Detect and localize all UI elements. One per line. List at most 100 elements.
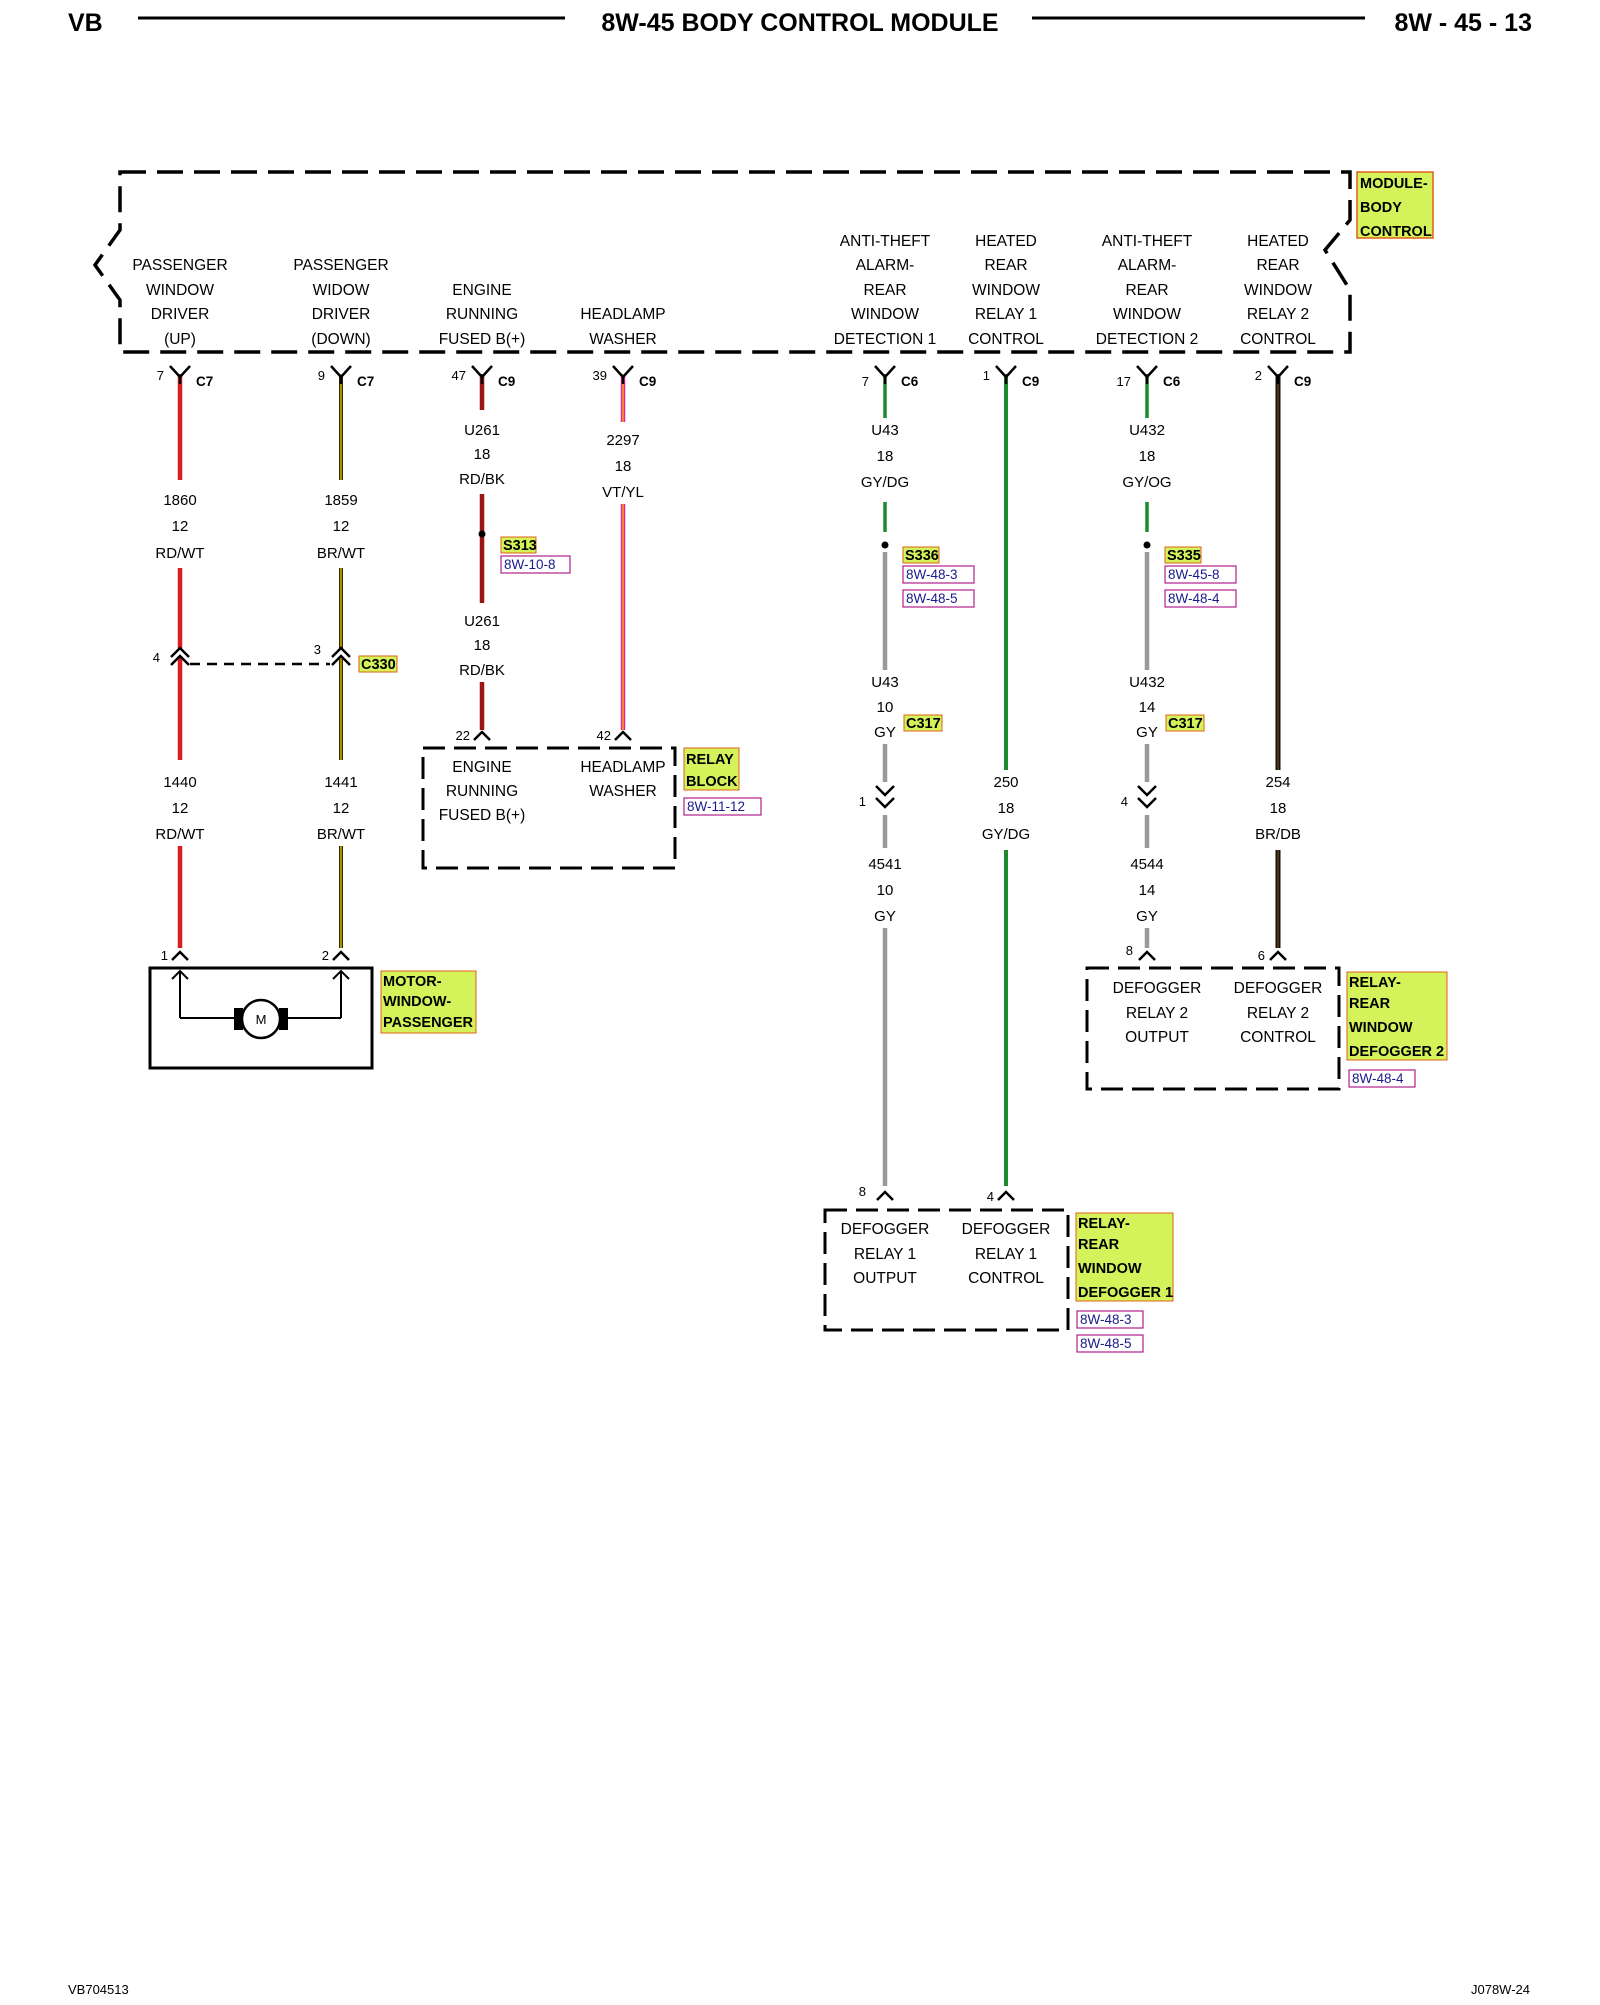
relay-label-line: RELAY 2	[1126, 1005, 1188, 1022]
wire-label-254: 254 18 BR/DB	[1255, 774, 1301, 843]
module-connector-id: C7	[357, 374, 374, 389]
module-pin-label-line: REAR	[984, 257, 1027, 274]
body-control-module: MODULE- BODY CONTROL PASSENGER WINDOW DR…	[92, 170, 1434, 354]
relay-block-label-line: HEADLAMP	[580, 759, 665, 776]
relay-label-line: OUTPUT	[1125, 1029, 1189, 1046]
wire-label-u432-lower: U432 14 GY	[1129, 674, 1165, 741]
module-pin-label-line: ALARM-	[856, 257, 915, 274]
page-reference: 8W-48-4	[1352, 1071, 1404, 1086]
motor-pin: 2	[322, 948, 329, 963]
module-tag-line-1: MODULE-	[1360, 176, 1428, 192]
wire-label-line: 12	[333, 518, 350, 535]
module-pin-label-line: DRIVER	[312, 306, 371, 323]
relay-rear-window-defogger-2: 8 6 DEFOGGER RELAY 2 OUTPUT DEFOGGER REL…	[1085, 943, 1448, 1091]
wire-label-line: RD/WT	[155, 545, 204, 562]
wire-label-1441: 1441 12 BR/WT	[317, 774, 365, 843]
relay-tag-line: RELAY-	[1078, 1216, 1130, 1232]
wire-label-line: RD/BK	[459, 471, 505, 488]
module-pin-number: 9	[318, 368, 325, 383]
module-pin-label-heated-relay-2: HEATED REAR WINDOW RELAY 2 CONTROL	[1240, 233, 1316, 348]
wire-label-line: 1859	[324, 492, 357, 509]
module-connector-id: C6	[901, 374, 919, 389]
footer-figure-id: VB704513	[68, 1982, 129, 1997]
wire-label-line: 18	[474, 637, 491, 654]
module-pin-label-line: CONTROL	[968, 331, 1044, 348]
splice-s313: S313 8W-10-8	[478, 530, 571, 574]
motor-window-passenger: 1 2 M MOTOR- WINDOW- PASSENGER	[148, 948, 477, 1070]
splice-id: S335	[1167, 548, 1201, 564]
module-name-tag: MODULE- BODY CONTROL	[1356, 171, 1434, 240]
module-pin-label-line: DRIVER	[151, 306, 210, 323]
motor-tag-line: WINDOW-	[383, 994, 451, 1010]
wire-label-line: GY	[1136, 724, 1158, 741]
module-pin-label-line: WINDOW	[1244, 282, 1312, 299]
page-footer: VB704513 J078W-24	[68, 1982, 1530, 1997]
relay-tag-line: RELAY-	[1349, 975, 1401, 991]
module-connector-terminal	[169, 365, 191, 384]
relay-tag-line: DEFOGGER 1	[1078, 1285, 1173, 1301]
module-pin-label-line: ANTI-THEFT	[1102, 233, 1193, 250]
wire-label-line: VT/YL	[602, 484, 644, 501]
module-connector-terminal	[1136, 365, 1158, 384]
module-connector-id: C9	[1294, 374, 1311, 389]
module-pin-number: 39	[593, 368, 607, 383]
wire-label-line: 18	[474, 446, 491, 463]
module-pin-label-line: REAR	[1256, 257, 1299, 274]
motor-tag-line: MOTOR-	[383, 974, 442, 990]
splice-id: S336	[905, 548, 939, 564]
inline-connector-c330	[170, 646, 351, 666]
module-pin-label-engine-running: ENGINE RUNNING FUSED B(+)	[439, 282, 526, 348]
wire-label-line: 2297	[606, 432, 639, 449]
relay-tag-line: DEFOGGER 2	[1349, 1044, 1444, 1060]
wire-label-1440: 1440 12 RD/WT	[155, 774, 204, 843]
wire-label-line: 18	[877, 448, 894, 465]
module-connectors	[169, 365, 1289, 384]
motor-terminal	[332, 950, 350, 961]
wire-label-line: GY	[1136, 908, 1158, 925]
splice-dot	[1143, 541, 1151, 549]
page-reference: 8W-45-8	[1168, 567, 1220, 582]
module-pin-label-line: HEADLAMP	[580, 306, 665, 323]
module-pin-label-line: WINDOW	[972, 282, 1040, 299]
module-pin-number: 7	[157, 368, 164, 383]
relay-label-line: CONTROL	[968, 1270, 1044, 1287]
page-reference: 8W-48-3	[1080, 1312, 1132, 1327]
wire-label-line: U432	[1129, 422, 1165, 439]
module-pin-label-line: RUNNING	[446, 306, 518, 323]
relay-block-terminal	[614, 730, 632, 741]
relay-pin: 8	[859, 1184, 866, 1199]
module-connector-id: C9	[498, 374, 515, 389]
splice-s335: S335 8W-45-8 8W-48-4	[1143, 541, 1237, 608]
wire-label-line: 18	[1270, 800, 1287, 817]
relay-label-line: CONTROL	[1240, 1029, 1316, 1046]
inline-connector-c317-left: 1 C317	[859, 714, 943, 809]
relay-tag-line: REAR	[1349, 996, 1391, 1012]
wire-labels: 1860 12 RD/WT 1859 12 BR/WT U261 18 RD/B…	[155, 422, 1301, 925]
wire-label-line: GY	[874, 724, 896, 741]
wire-label-u261-upper: U261 18 RD/BK	[459, 422, 505, 488]
relay-block-label-line: RUNNING	[446, 783, 518, 800]
wire-label-line: GY/DG	[861, 474, 909, 491]
wire-segments	[177, 374, 1281, 1186]
page-header: VB 8W-45 BODY CONTROL MODULE 8W - 45 - 1…	[68, 9, 1532, 37]
module-pin-label-line: (DOWN)	[311, 331, 370, 348]
relay-label-line: DEFOGGER	[1113, 980, 1202, 997]
module-pin-label-line: REAR	[863, 282, 906, 299]
wire-label-line: U432	[1129, 674, 1165, 691]
relay-label-line: RELAY 2	[1247, 1005, 1309, 1022]
wire-label-u432-upper: U432 18 GY/OG	[1122, 422, 1171, 491]
module-pin-label-line: FUSED B(+)	[439, 331, 526, 348]
module-pin-label-headlamp-washer: HEADLAMP WASHER	[580, 306, 665, 348]
relay-label-line: RELAY 1	[975, 1246, 1037, 1263]
module-pin-label-line: ALARM-	[1118, 257, 1177, 274]
module-pin-label-line: RELAY 2	[1247, 306, 1309, 323]
module-pin-label-line: HEATED	[1247, 233, 1309, 250]
module-tag-line-2: BODY	[1360, 200, 1402, 216]
module-pin-number: 2	[1255, 368, 1262, 383]
header-page-number: 8W - 45 - 13	[1394, 9, 1532, 37]
relay-pin: 6	[1258, 948, 1265, 963]
relay-tag-line: WINDOW	[1349, 1020, 1413, 1036]
page-reference: 8W-10-8	[504, 557, 556, 572]
relay-label-line: DEFOGGER	[841, 1221, 930, 1238]
